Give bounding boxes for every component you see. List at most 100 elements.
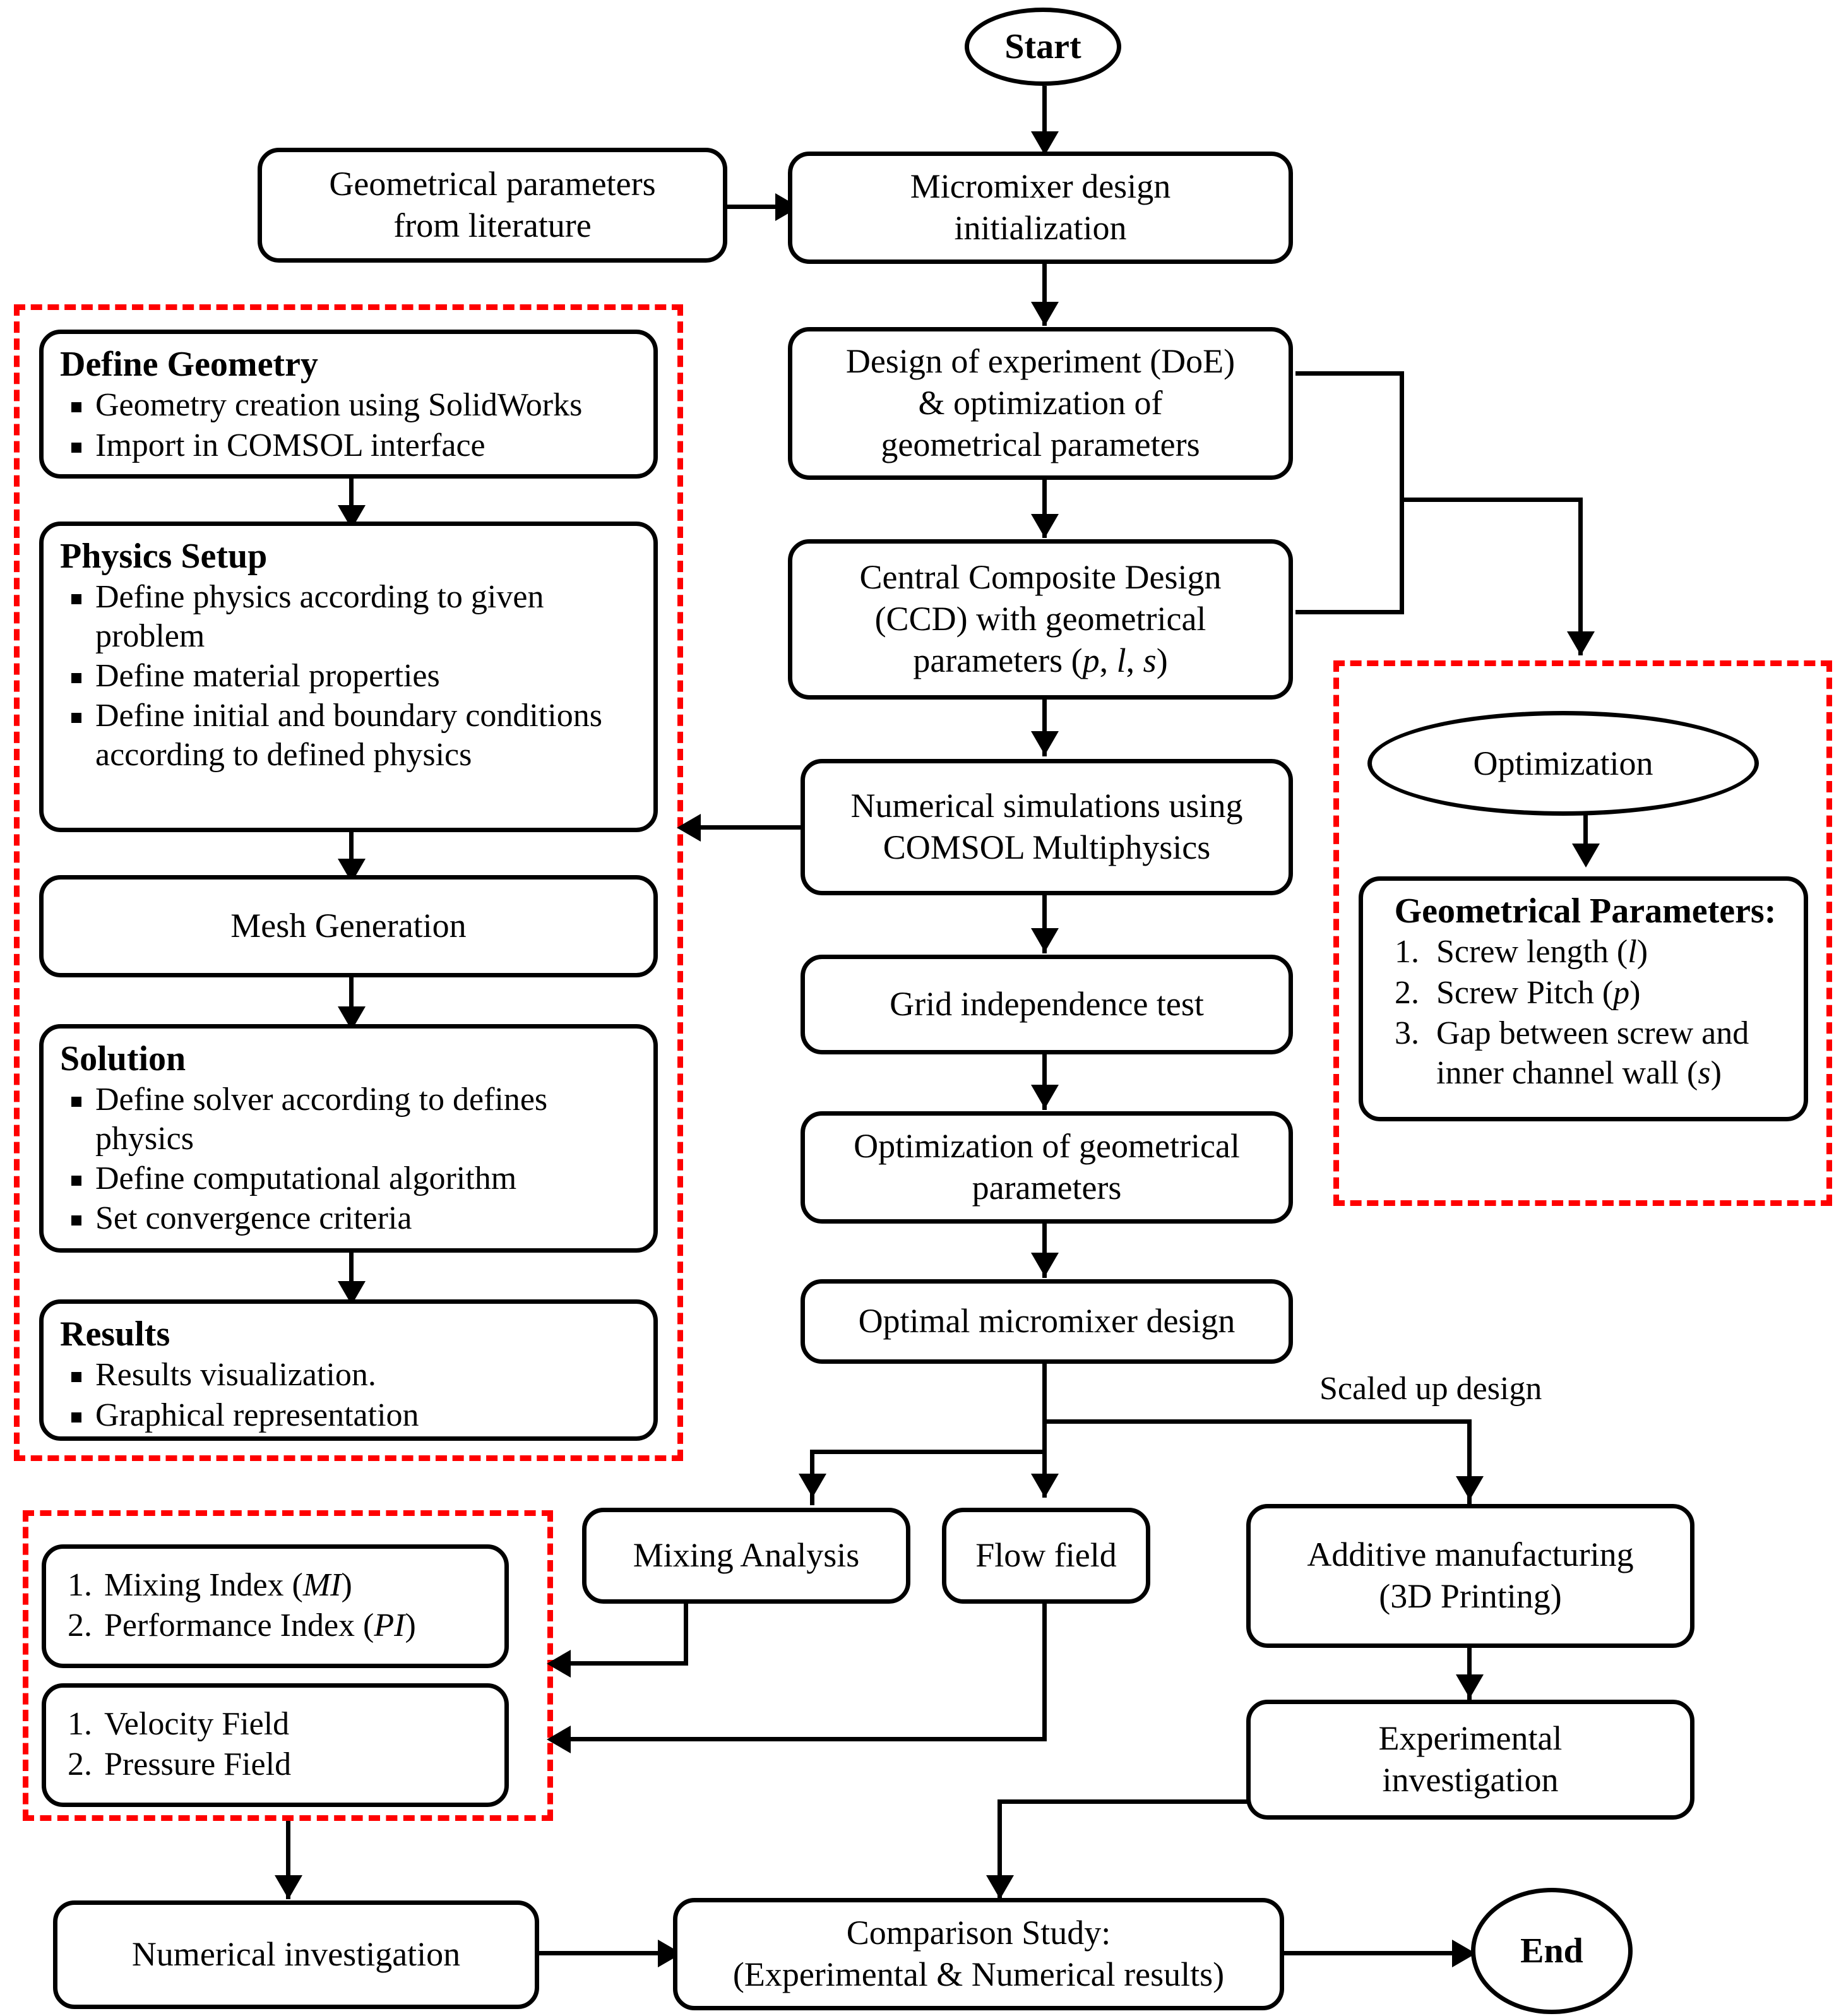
- edge-experimental-down: [997, 1799, 1002, 1899]
- arrowhead-optimization-to-params: [1572, 844, 1600, 868]
- edge-doe-to-ccd: [1042, 480, 1047, 538]
- node-optimal-micromixer-design-label: Optimal micromixer design: [858, 1302, 1236, 1340]
- node-solution[interactable]: Solution Define solver according to defi…: [39, 1024, 658, 1253]
- node-flow-field-label: Flow field: [975, 1536, 1117, 1575]
- node-comparison-study[interactable]: Comparison Study:(Experimental & Numeric…: [673, 1898, 1284, 2010]
- edge-numinv-to-comparison: [535, 1951, 673, 1955]
- edge-numsim-to-workflow: [689, 825, 802, 830]
- edge-loop-to-optimization-h: [1400, 498, 1583, 502]
- edge-comparison-to-end: [1282, 1951, 1471, 1955]
- edge-optimization-to-params: [1583, 814, 1588, 859]
- solution-header: Solution: [60, 1039, 186, 1078]
- node-mixing-metrics[interactable]: Mixing Index (MI) Performance Index (PI): [42, 1544, 509, 1668]
- results-header: Results: [60, 1315, 170, 1354]
- physics-setup-list: Define physics according to given proble…: [60, 578, 641, 775]
- node-flow-field[interactable]: Flow field: [942, 1508, 1150, 1604]
- start-label: Start: [1004, 27, 1081, 66]
- ccd-line-2: (CCD) with geometrical: [874, 600, 1206, 638]
- optimization-group: [1333, 660, 1832, 1206]
- edge-label-scaled-up-design: Scaled up design: [1319, 1371, 1542, 1407]
- node-field-metrics[interactable]: Velocity Field Pressure Field: [42, 1683, 509, 1807]
- arrowhead-ccd-to-numsim: [1031, 731, 1059, 755]
- edge-init-to-doe: [1042, 264, 1047, 326]
- end-label: End: [1520, 1931, 1583, 1971]
- arrowhead-metrics-to-numinv: [275, 1875, 302, 1899]
- ccd-line-1: Central Composite Design: [859, 558, 1222, 597]
- node-design-of-experiment[interactable]: Design of experiment (DoE)& optimization…: [788, 327, 1293, 480]
- node-optimal-micromixer-design[interactable]: Optimal micromixer design: [801, 1279, 1293, 1364]
- node-define-geometry[interactable]: Define Geometry Geometry creation using …: [39, 330, 658, 479]
- param-1-post: ): [1636, 934, 1648, 970]
- arrowhead-init-to-doe: [1031, 302, 1059, 326]
- node-results[interactable]: Results Results visualization. Graphical…: [39, 1299, 658, 1441]
- list-item: Pressure Field: [68, 1745, 292, 1785]
- node-geometrical-parameters-list[interactable]: Geometrical Parameters: Screw length (l)…: [1359, 876, 1808, 1121]
- arrowhead-grid-to-optgeo: [1031, 1085, 1059, 1109]
- node-optimization-ellipse-label: Optimization: [1473, 744, 1653, 782]
- arrowhead-experimental-to-comparison: [986, 1875, 1014, 1899]
- edge-doe-loop-bottom: [1295, 610, 1404, 614]
- edge-geometry-to-physics: [349, 477, 354, 521]
- node-mesh-generation[interactable]: Mesh Generation: [39, 875, 658, 977]
- param-1-symbol: l: [1628, 934, 1637, 970]
- geometrical-parameters-list: Screw length (l) Screw Pitch (p) Gap bet…: [1390, 933, 1749, 1094]
- arrowhead-numsim-to-grid: [1031, 928, 1059, 952]
- node-optimization-ellipse[interactable]: Optimization: [1367, 711, 1759, 816]
- list-item: Graphical representation: [71, 1396, 419, 1434]
- results-list: Results visualization. Graphical represe…: [60, 1356, 419, 1436]
- field-metrics-list: Velocity Field Pressure Field: [63, 1705, 291, 1786]
- arrowhead-flowfield-to-fields: [547, 1726, 571, 1753]
- node-numerical-investigation[interactable]: Numerical investigation: [53, 1900, 539, 2009]
- param-2-post: ): [1629, 974, 1641, 1011]
- node-additive-manufacturing[interactable]: Additive manufacturing(3D Printing): [1246, 1504, 1694, 1648]
- node-grid-independence-test-label: Grid independence test: [890, 985, 1204, 1023]
- arrowhead-doe-to-ccd: [1031, 514, 1059, 538]
- mixing-metrics-list: Mixing Index (MI) Performance Index (PI): [63, 1566, 416, 1647]
- end-terminator[interactable]: End: [1471, 1888, 1633, 2014]
- start-terminator[interactable]: Start: [965, 8, 1121, 86]
- geometrical-parameters-header: Geometrical Parameters:: [1394, 892, 1777, 931]
- edge-numsim-to-grid: [1042, 895, 1047, 953]
- node-physics-setup[interactable]: Physics Setup Define physics according t…: [39, 522, 658, 832]
- define-geometry-header: Define Geometry: [60, 345, 318, 384]
- arrowhead-numsim-to-workflow: [677, 814, 701, 842]
- ccd-symbol-l: l: [1116, 641, 1126, 679]
- edge-solution-to-results: [349, 1252, 354, 1297]
- physics-setup-header: Physics Setup: [60, 537, 268, 576]
- ccd-symbol-s: s: [1143, 641, 1157, 679]
- param-3-symbol: s: [1698, 1054, 1711, 1091]
- list-item: Screw length (l): [1390, 933, 1749, 972]
- mixing-index-symbol: MI: [302, 1566, 342, 1603]
- param-2-text: Screw Pitch (: [1436, 974, 1614, 1011]
- list-item: Define solver according to defines physi…: [71, 1080, 641, 1158]
- edge-additive-to-experimental: [1467, 1648, 1472, 1700]
- edge-doe-loop-top: [1295, 371, 1404, 376]
- list-item: Geometry creation using SolidWorks: [71, 386, 582, 424]
- list-item: Import in COMSOL interface: [71, 426, 582, 465]
- node-central-composite-design-label: Central Composite Design (CCD) with geom…: [860, 557, 1222, 682]
- node-mixing-analysis-label: Mixing Analysis: [633, 1536, 860, 1575]
- node-grid-independence-test[interactable]: Grid independence test: [801, 955, 1293, 1054]
- arrowhead-additive-to-experimental: [1456, 1674, 1484, 1698]
- arrowhead-to-flow-field: [1031, 1474, 1059, 1498]
- node-comparison-study-label: Comparison Study:(Experimental & Numeric…: [732, 1914, 1225, 1993]
- node-mixing-analysis[interactable]: Mixing Analysis: [582, 1508, 910, 1604]
- node-additive-manufacturing-label: Additive manufacturing(3D Printing): [1307, 1536, 1634, 1615]
- edge-mesh-to-solution: [349, 977, 354, 1023]
- edge-experimental-left: [997, 1799, 1250, 1804]
- edge-branch-to-additive: [1467, 1419, 1472, 1504]
- node-central-composite-design[interactable]: Central Composite Design (CCD) with geom…: [788, 539, 1293, 700]
- edge-optimal-down: [1042, 1364, 1047, 1498]
- list-item: Define computational algorithm: [71, 1159, 641, 1198]
- list-item: Mixing Index (MI): [63, 1566, 416, 1606]
- edge-loop-to-optimization-v: [1578, 498, 1583, 655]
